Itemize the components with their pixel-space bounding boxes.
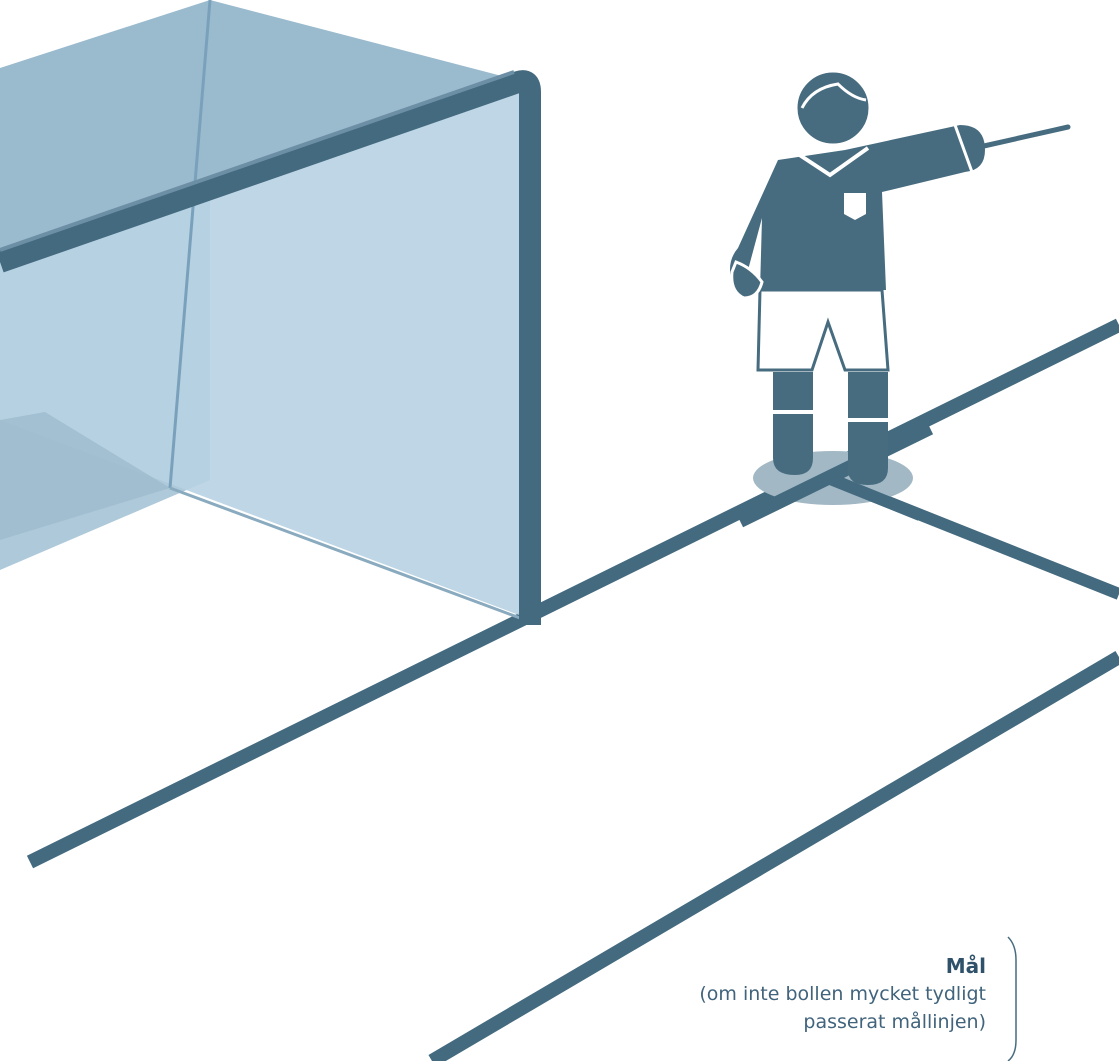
referee-head bbox=[796, 71, 870, 145]
caption-line-2: passerat mållinjen) bbox=[699, 1008, 986, 1036]
caption-bracket bbox=[1008, 937, 1016, 1061]
referee-shorts bbox=[758, 290, 888, 370]
caption: Mål (om inte bollen mycket tydligt passe… bbox=[699, 954, 986, 1036]
referee-left-leg bbox=[773, 372, 813, 475]
referee-left-hand bbox=[732, 262, 762, 298]
referee-flag-stick bbox=[975, 127, 1068, 148]
referee-right-leg bbox=[848, 372, 888, 485]
caption-title: Mål bbox=[699, 954, 986, 978]
referee-figure bbox=[730, 71, 1068, 521]
caption-line-1: (om inte bollen mycket tydligt bbox=[699, 980, 986, 1008]
goal bbox=[0, 0, 530, 625]
